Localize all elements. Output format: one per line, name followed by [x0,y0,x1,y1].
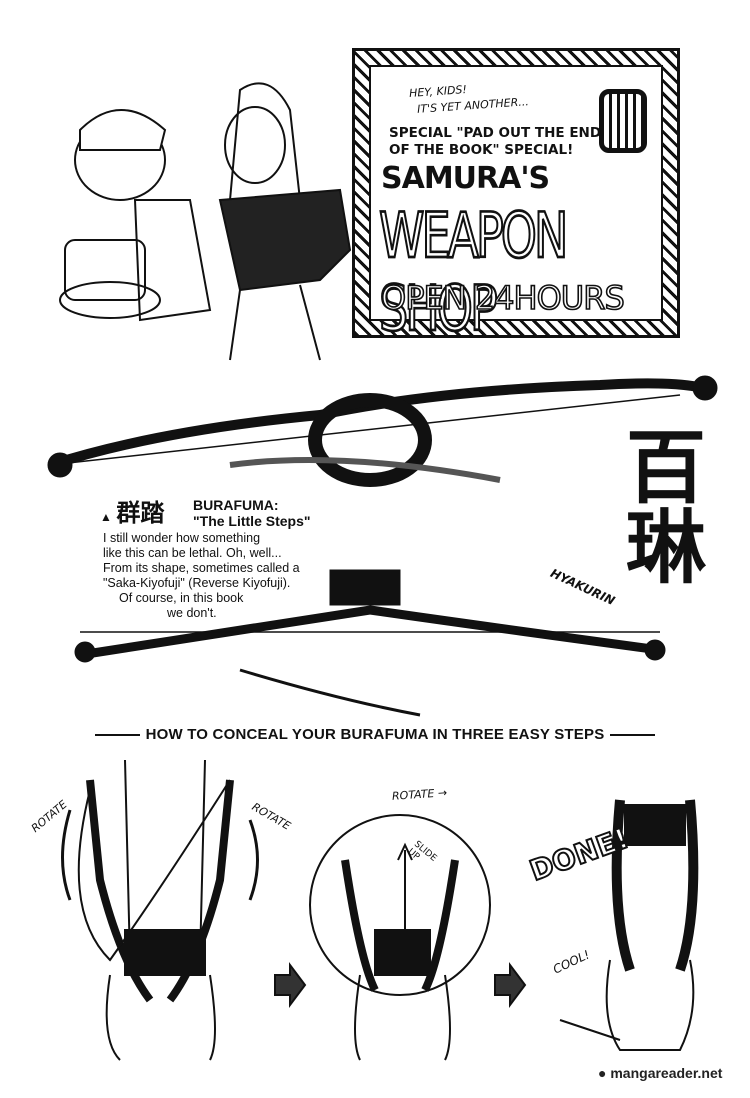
weapon-caption: ▲ 群踏 [100,493,164,528]
sign-samura: SAMURA'S [381,161,550,196]
steps-illustration [61,760,699,1061]
description-line: we don't. [167,606,217,620]
watermark: ● mangareader.net [598,1065,722,1081]
sign-special-2: OF THE BOOK" SPECIAL! [389,142,574,158]
weapon-kanji: 群踏 [116,498,165,527]
character-kanji: 百琳 [613,425,707,585]
weapon-description: I still wonder how something like this c… [103,531,343,621]
seal-stamp [599,89,647,153]
sign-weapon-shop: WEAPON SHOP [378,198,569,346]
sign-open-hours: OPEN 24HOURS [380,278,625,318]
steps-heading: HOW TO CONCEAL YOUR BURAFUMA IN THREE EA… [0,726,750,743]
description-line: I still wonder how something [103,531,261,545]
characters-illustration [59,82,352,361]
triangle-icon: ▲ [100,510,112,524]
watermark-logo-icon: ● [598,1065,607,1081]
weapon-shop-sign: HEY, KIDS! IT'S YET ANOTHER... SPECIAL "… [352,48,680,346]
weapon-name: BURAFUMA: [193,497,279,513]
description-line: "Saka-Kiyofuji" (Reverse Kiyofuji). [103,576,291,590]
watermark-text: mangareader.net [610,1065,723,1081]
description-line: Of course, in this book [119,591,244,605]
sign-intro-1: HEY, KIDS! [408,82,468,101]
burafuma-bows-illustration [47,375,718,717]
steps-heading-text: HOW TO CONCEAL YOUR BURAFUMA IN THREE EA… [145,726,605,743]
sign-special-1: SPECIAL "PAD OUT THE END [389,125,602,141]
description-line: like this can be lethal. Oh, well... [103,546,282,560]
description-line: From its shape, sometimes called a [103,561,300,575]
weapon-subtitle: "The Little Steps" [193,513,311,529]
